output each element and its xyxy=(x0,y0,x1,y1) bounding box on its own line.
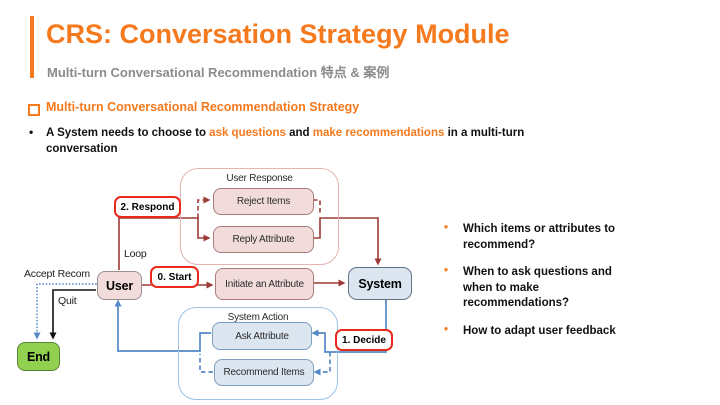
body-highlight-ask: ask questions xyxy=(209,127,286,139)
user-node: User xyxy=(97,271,142,300)
page-subtitle: Multi-turn Conversational Recommendation… xyxy=(47,65,390,80)
section-square-bullet-icon xyxy=(28,104,40,116)
question-text: Which items or attributes to recommend? xyxy=(463,223,616,251)
body-text-suffix: in a multi-turn conversation xyxy=(46,127,525,155)
questions-list: • Which items or attributes to recommend… xyxy=(444,222,674,351)
system-node: System xyxy=(348,267,412,300)
title-accent-bar xyxy=(30,16,34,78)
question-text: How to adapt user feedback xyxy=(463,324,616,337)
quit-edge-label: Quit xyxy=(58,295,77,307)
page-title: CRS: Conversation Strategy Module xyxy=(46,19,510,49)
bullet-dot-icon: • xyxy=(29,125,34,139)
question-bullet-icon: • xyxy=(444,265,449,277)
initiate-attribute-node: Initiate an Attribute xyxy=(215,268,314,300)
body-text-mid: and xyxy=(285,127,313,139)
body-text-prefix: A System needs to choose to xyxy=(46,127,210,139)
step-start-label: 0. Start xyxy=(150,266,199,288)
reply-attribute-node: Reply Attribute xyxy=(213,226,314,253)
list-item: • When to ask questions and when to make… xyxy=(444,265,674,312)
system-action-group: System Action xyxy=(178,307,338,400)
step-respond-label: 2. Respond xyxy=(114,196,181,218)
loop-edge-label: Loop xyxy=(124,248,147,260)
reject-items-node: Reject Items xyxy=(213,188,314,215)
question-text: When to ask questions and when to make r… xyxy=(463,266,612,309)
question-bullet-icon: • xyxy=(444,222,449,234)
system-action-title: System Action xyxy=(227,312,289,323)
user-response-group: User Response xyxy=(180,168,339,265)
recommend-items-node: Recommend Items xyxy=(214,359,314,386)
body-paragraph: A System needs to choose to ask question… xyxy=(46,125,526,157)
end-node: End xyxy=(17,342,60,371)
question-bullet-icon: • xyxy=(444,323,449,336)
ask-attribute-node: Ask Attribute xyxy=(212,322,312,350)
section-heading: Multi-turn Conversational Recommendation… xyxy=(46,100,360,114)
accept-recom-edge-label: Accept Recom xyxy=(24,268,90,280)
user-response-title: User Response xyxy=(226,173,293,184)
list-item: • How to adapt user feedback xyxy=(444,324,674,340)
body-highlight-recommend: make recommendations xyxy=(312,127,445,139)
step-decide-label: 1. Decide xyxy=(335,329,393,351)
list-item: • Which items or attributes to recommend… xyxy=(444,222,674,253)
